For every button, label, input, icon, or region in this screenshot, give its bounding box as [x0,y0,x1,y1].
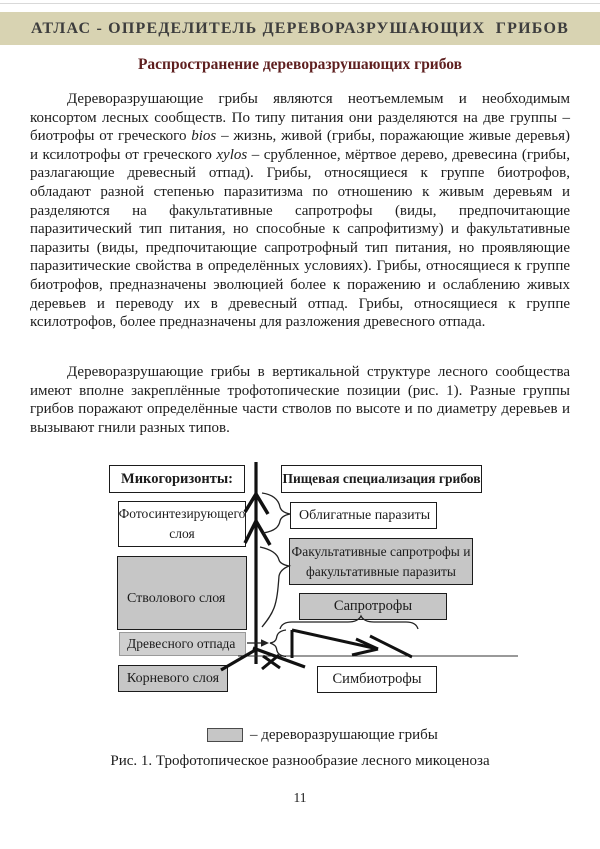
brace-deadwood [269,629,287,658]
fallen-log-arrowhead [351,637,379,657]
diagram-box-deadwood-layer: Древесного отпада [119,632,246,656]
brace-obligate-parasites [261,492,291,534]
diagram-lines [220,462,518,672]
diagram-box-food-specialization-header: Пищевая специализация грибов [281,465,482,493]
diagram-box-mycohorizons-header: Микогоризонты: [109,465,245,493]
deadwood-arrow-head [261,639,269,647]
legend-gray-swatch [207,728,243,742]
book-header-title: АТЛАС - ОПРЕДЕЛИТЕЛЬ ДЕРЕВОРАЗРУШАЮЩИХ Г… [31,19,569,37]
paragraph-intro-text-1: Дереворазрушающие грибы являются неотъем… [30,91,570,145]
figure-caption: Рис. 1. Трофотопическое разнообразие лес… [110,753,490,769]
root-line-right [252,646,306,669]
trunk-upward-arrow-2 [243,517,272,546]
greek-term-bios: bios [191,128,217,145]
root-cross-mark [261,653,281,671]
fallen-log-diagonal [291,628,379,651]
page-top-edge [0,3,600,4]
paragraph-intro-text-2: – жизнь, живой (грибы, поражающие живые … [30,128,570,163]
fallen-log-branch [369,634,413,659]
diagram-box-obligate-parasites: Облигатные паразиты [290,502,437,529]
trunk-upward-arrow-1 [243,490,270,515]
brace-facultative [259,546,292,628]
figure-legend: – дереворазрушающие грибы [0,726,600,744]
diagram-box-symbiotrophs: Симбиотрофы [317,666,437,693]
book-header-banner: АТЛАС - ОПРЕДЕЛИТЕЛЬ ДЕРЕВОРАЗРУШАЮЩИХ Г… [0,12,600,45]
root-line-left [220,647,258,672]
paragraph-intro-text-3: – срубленное, мёртвое дерево, древесина … [30,146,571,331]
greek-term-xylos: xylos [216,146,248,163]
paragraph-vertical-structure: Дереворазрушающие грибы в вертикальной с… [30,364,570,436]
page-title: Распространение дереворазрушающих грибов [137,56,463,73]
page-number: 11 [293,790,307,805]
legend-label: – дереворазрушающие грибы [250,727,438,743]
diagram-box-root-layer: Корневого слоя [118,665,228,692]
paragraph-intro: Дереворазрушающие грибы являются неотъем… [30,90,570,332]
diagram-box-photosynthetic-layer: Фотосинтезирующего слоя [118,501,246,547]
diagram-box-saprotrophs: Сапротрофы [299,593,447,620]
diagram-box-stem-layer: Стволового слоя [117,556,247,630]
figure-1-diagram: Микогоризонты: Пищевая специализация гри… [0,450,600,715]
brace-saprotrophs [279,614,419,630]
diagram-box-facultative-saprotrophs-parasites: Факультативные сапротрофы и факультативн… [289,538,473,585]
